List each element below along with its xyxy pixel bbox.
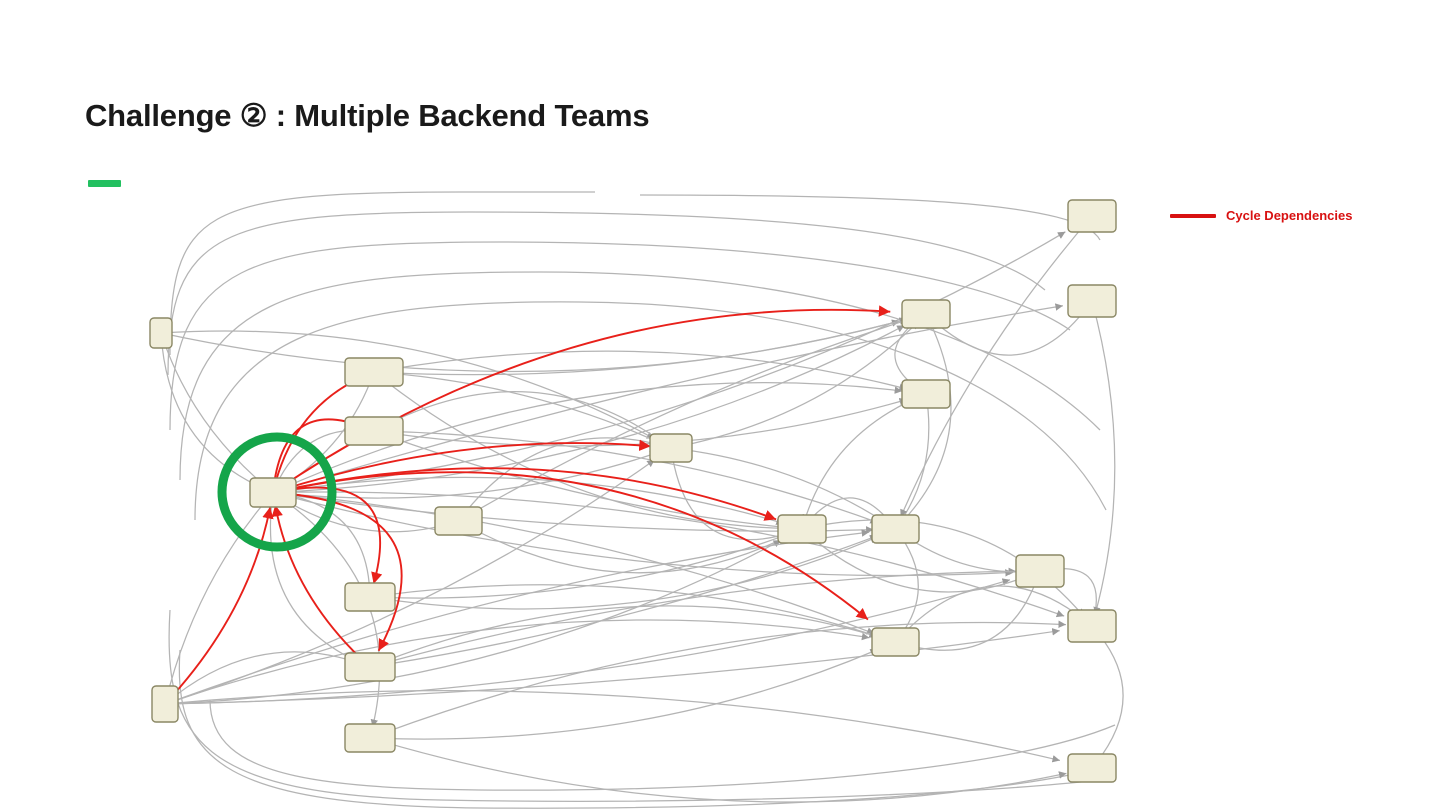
graph-node[interactable] [344, 416, 404, 446]
normal-edge [164, 539, 782, 705]
graph-node[interactable] [151, 685, 179, 723]
normal-edge [209, 699, 1116, 791]
normal-edge [162, 339, 274, 493]
normal-edge [369, 567, 1017, 668]
normal-edge [801, 528, 1031, 593]
node-layer [149, 199, 1117, 783]
cycle-edge [272, 439, 651, 494]
normal-edge [164, 529, 870, 705]
cycle-edge [272, 486, 383, 585]
normal-edge-layer [160, 191, 1124, 809]
normal-edge [373, 397, 908, 447]
normal-edge [167, 211, 1046, 376]
graph-svg [149, 191, 1124, 809]
graph-node[interactable] [1067, 284, 1117, 318]
graph-node[interactable] [434, 506, 483, 536]
graph-node[interactable] [1067, 753, 1117, 783]
normal-edge [895, 528, 919, 639]
normal-edge [670, 447, 795, 541]
normal-edge [458, 437, 662, 522]
normal-edge [900, 215, 1093, 518]
normal-edge [925, 307, 1088, 356]
normal-edge [373, 391, 662, 442]
normal-edge [373, 371, 786, 533]
normal-edge [272, 491, 1065, 618]
normal-edge [164, 498, 268, 705]
normal-edge [369, 620, 1066, 739]
graph-node[interactable] [901, 299, 951, 329]
graph-node[interactable] [1067, 609, 1117, 643]
normal-edge [369, 536, 879, 610]
cycle-edge [272, 471, 869, 621]
graph-node[interactable] [149, 317, 173, 349]
normal-edge [164, 690, 1061, 763]
legend: Cycle Dependencies [1170, 208, 1352, 223]
normal-edge [901, 313, 952, 523]
normal-edge [178, 649, 1111, 809]
graph-node[interactable] [344, 357, 404, 387]
normal-edge [1091, 300, 1116, 615]
graph-node[interactable] [344, 652, 396, 682]
normal-edge [164, 619, 870, 705]
graph-node[interactable] [901, 379, 951, 409]
graph-node[interactable] [649, 433, 693, 463]
highlight-circle [217, 432, 337, 552]
normal-edge [269, 492, 363, 665]
normal-edge [373, 350, 908, 391]
normal-edge [670, 320, 919, 449]
normal-edge [369, 648, 879, 740]
normal-edge [458, 318, 910, 522]
graph-node[interactable] [777, 514, 827, 544]
graph-node[interactable] [344, 582, 396, 612]
normal-edge [164, 578, 1011, 705]
normal-edge [895, 585, 1085, 643]
legend-label: Cycle Dependencies [1226, 208, 1353, 223]
normal-edge [160, 332, 266, 490]
graph-node[interactable] [871, 514, 920, 544]
cycle-edge [272, 491, 403, 652]
normal-edge [897, 393, 930, 526]
normal-edge [670, 447, 889, 525]
cycle-edge [164, 506, 274, 705]
highlight-ring-layer [217, 432, 337, 552]
cycle-edge-layer [164, 305, 891, 705]
normal-edge [272, 382, 903, 494]
normal-edge [369, 534, 878, 668]
graph-node[interactable] [871, 627, 920, 657]
normal-edge [369, 737, 1067, 803]
normal-edge [194, 301, 1107, 521]
page-title: Challenge ② : Multiple Backend Teams [85, 98, 650, 133]
accent-bar [88, 180, 121, 187]
normal-edge [160, 330, 655, 440]
normal-edge [272, 303, 1063, 494]
normal-edge [169, 241, 1071, 431]
normal-edge [272, 491, 875, 635]
normal-edge [164, 651, 363, 705]
graph-node[interactable] [1067, 199, 1117, 233]
red-line-swatch-icon [1170, 213, 1216, 218]
normal-edge [272, 451, 658, 499]
graph-node[interactable] [344, 723, 396, 753]
normal-edge [369, 605, 877, 668]
normal-edge [458, 520, 791, 574]
normal-edge [373, 430, 787, 531]
normal-edge [373, 317, 908, 376]
normal-edge [168, 609, 1101, 802]
normal-edge [1091, 630, 1124, 769]
normal-edge [373, 371, 662, 445]
graph-node[interactable] [1015, 554, 1065, 588]
normal-edge [169, 191, 595, 356]
cycle-edge [271, 504, 371, 668]
dependency-graph [140, 180, 1140, 810]
graph-node[interactable] [249, 477, 297, 508]
